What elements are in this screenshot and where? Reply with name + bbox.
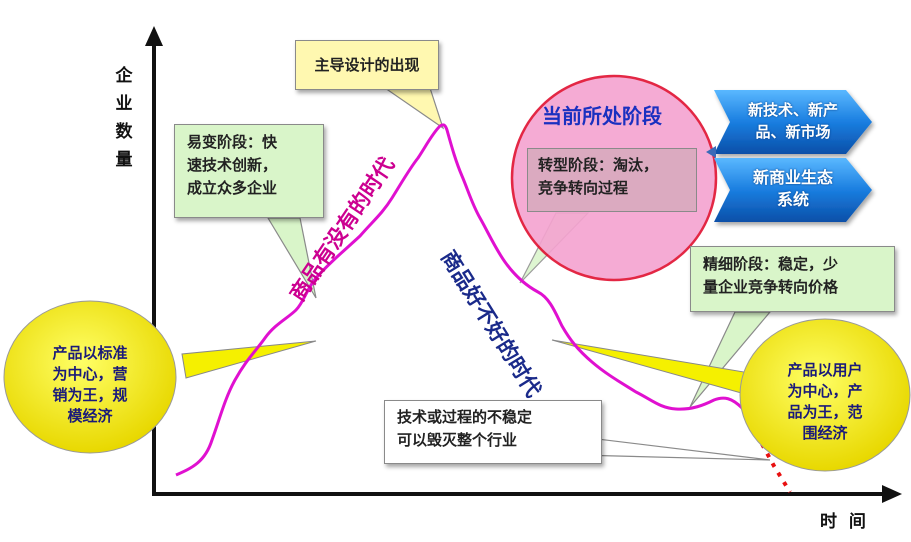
transition-stage-callout: 转型阶段：淘汰， 竞争转向过程 [527, 148, 697, 212]
volatile-pointer [266, 217, 317, 299]
arrow-text: 新商业生态 [752, 168, 833, 187]
arrows-group [714, 90, 872, 222]
refined-stage-callout: 精细阶段：稳定，少 量企业竞争转向价格 [690, 246, 895, 312]
y-label-char: 数 [115, 122, 133, 142]
volatile-text: 易变阶段：快 [187, 133, 278, 151]
volatile-text: 速技术创新， [187, 156, 278, 174]
arrow-text: 品、新市场 [755, 123, 831, 141]
industry-lifecycle-curve [175, 123, 744, 477]
transition-text: 竞争转向过程 [538, 179, 629, 197]
right-bubble [739, 318, 911, 472]
bubble-text-line: 销为王，规 [52, 386, 128, 404]
bubble-text-line: 产品以用户 [787, 361, 863, 379]
bubble-text-line: 品为王，范 [787, 403, 863, 421]
volatile-text: 成立众多企业 [187, 179, 278, 197]
y-axis-label: 企 业 数 量 [112, 62, 136, 174]
arrow-new-tech [714, 90, 872, 154]
refined-text: 精细阶段：稳定，少 [703, 255, 839, 273]
left-bubble-text: 产品以标准 为中心，营 销为王，规 模经济 [22, 343, 158, 427]
refined-text: 量企业竞争转向价格 [703, 278, 839, 296]
left-bubble [3, 300, 177, 454]
bubble-text-line: 产品以标准 [52, 344, 128, 362]
x-axis-arrow-icon [882, 485, 902, 503]
dominant-design-callout: 主导设计的出现 [295, 40, 439, 90]
y-label-char: 量 [115, 150, 133, 170]
y-axis-arrow-icon [145, 26, 163, 46]
arrow-new-tech-label: 新技术、新产 品、新市场 [730, 99, 856, 143]
right-bubble-text: 产品以用户 为中心，产 品为王，范 围经济 [757, 360, 893, 444]
bubble-text-line: 围经济 [802, 424, 848, 442]
y-label-char: 企 [115, 66, 133, 86]
bubble-text-line: 模经济 [67, 407, 113, 425]
decline-dotted-line [760, 443, 792, 494]
instability-callout: 技术或过程的不稳定 可以毁灭整个行业 [384, 400, 602, 464]
arrow-text: 新技术、新产 [747, 101, 838, 119]
instability-text: 技术或过程的不稳定 [397, 408, 533, 426]
bubble-text-line: 为中心，营 [52, 365, 128, 383]
y-label-char: 业 [115, 94, 133, 114]
bubble-text-line: 为中心，产 [787, 382, 863, 400]
arrow-new-ecosystem-label: 新商业生态 系统 [730, 167, 856, 211]
arrow-text: 系统 [776, 190, 809, 209]
instability-text: 可以毁灭整个行业 [397, 431, 518, 449]
current-stage-title: 当前所处阶段 [542, 104, 662, 128]
volatile-stage-callout: 易变阶段：快 速技术创新， 成立众多企业 [174, 124, 324, 218]
transition-text: 转型阶段：淘汰， [538, 156, 659, 174]
x-axis-label: 时 间 [820, 512, 869, 532]
arrow-pointer-icon [706, 146, 716, 158]
arrow-new-ecosystem [714, 158, 872, 222]
dominant-design-text: 主导设计的出现 [314, 55, 420, 74]
